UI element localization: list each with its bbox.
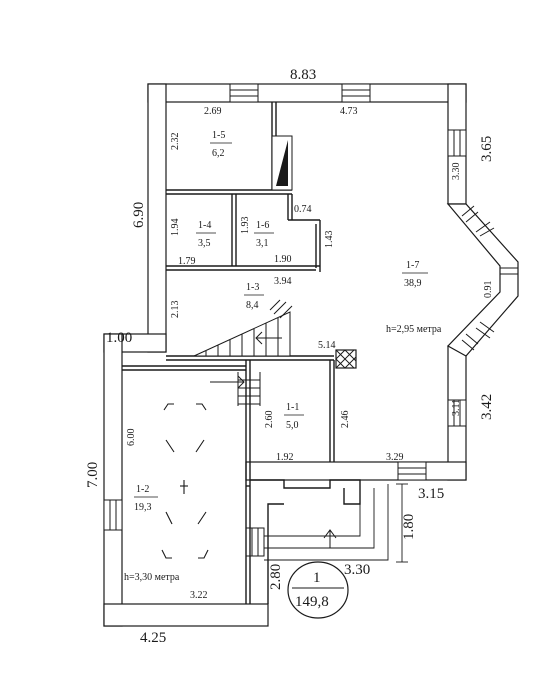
dim-4-73: 4.73: [340, 106, 358, 117]
dim-left-step: 1.00: [106, 330, 132, 346]
dim-3-11: 3.11: [451, 399, 462, 416]
dim-bottom-left: 4.25: [140, 630, 166, 646]
floor-area-badge: 1 149,8: [287, 561, 349, 619]
room-area: 3,1: [256, 238, 269, 249]
wall-bottom-left: [103, 603, 269, 627]
window-right: [447, 129, 467, 157]
room-id: 1-2: [136, 484, 149, 495]
dim-porch-side: 2.80: [268, 564, 284, 590]
wall-left-upper: [147, 83, 167, 353]
dim-6-00: 6.00: [126, 429, 137, 447]
room-area: 5,0: [286, 420, 299, 431]
room-area: 19,3: [134, 502, 152, 513]
dim-right-upper: 3.65: [479, 136, 495, 162]
dim-3-29: 3.29: [386, 452, 404, 463]
staircase: [193, 299, 293, 357]
dim-left-lower: 7.00: [85, 462, 101, 488]
dim-porch-width: 3.30: [344, 562, 370, 578]
dim-3-30: 3.30: [451, 163, 462, 181]
dim-1-43: 1.43: [324, 231, 335, 249]
window-right-lower: [447, 399, 467, 427]
dim-top: 8.83: [290, 67, 316, 83]
dim-2-32: 2.32: [170, 133, 181, 151]
dim-2-46: 2.46: [340, 411, 351, 429]
room-id: 1-7: [406, 260, 419, 271]
bay-window-glazing: [461, 205, 518, 351]
window-top-right: [341, 83, 371, 103]
entry-arrows: [210, 331, 337, 548]
dim-2-13: 2.13: [170, 301, 181, 319]
small-stairs: [237, 372, 261, 406]
garage-markings: [161, 403, 209, 559]
room-id: 1-3: [246, 282, 259, 293]
room-1-1: 1-1 5,0: [284, 402, 304, 431]
dim-1-93: 1.93: [240, 217, 251, 235]
dim-porch-right: 3.15: [418, 486, 444, 502]
room-1-4: 1-4 3,5: [196, 220, 216, 249]
window-top: [229, 83, 259, 103]
window-garage-left: [103, 499, 123, 531]
dim-3-94: 3.94: [274, 276, 292, 287]
room-height: h=2,95 метра: [386, 324, 442, 335]
porch: [245, 479, 361, 604]
room-height: h=3,30 метра: [124, 572, 180, 583]
dim-1-90: 1.90: [274, 254, 292, 265]
room-1-5: 1-5 6,2: [210, 130, 232, 159]
room-area: 8,4: [246, 300, 259, 311]
room-id: 1-6: [256, 220, 269, 231]
room-id: 1-4: [198, 220, 211, 231]
window-bottom: [397, 461, 427, 481]
floor-number: 1: [313, 570, 321, 586]
room-area: 3,5: [198, 238, 211, 249]
wall-top: [147, 83, 467, 103]
dim-1-92: 1.92: [276, 452, 294, 463]
room-area: 38,9: [404, 278, 422, 289]
dim-5-14: 5.14: [318, 340, 336, 351]
dim-0-74: 0.74: [294, 204, 312, 215]
room-1-3: 1-3 8,4: [244, 282, 264, 311]
wall-left-lower: [103, 333, 123, 627]
dim-2-60: 2.60: [264, 411, 275, 429]
room-1-2: 1-2 19,3 h=3,30 метра: [124, 484, 180, 583]
dim-3-22: 3.22: [190, 590, 208, 601]
room-id: 1-1: [286, 402, 299, 413]
dim-right-lower: 3.42: [479, 394, 495, 420]
dim-1-79: 1.79: [178, 256, 196, 267]
vent-block-icon: [335, 349, 357, 369]
room-1-6: 1-6 3,1: [254, 220, 274, 249]
dim-1-94: 1.94: [170, 219, 181, 237]
room-1-7: 1-7 38,9 h=2,95 метра: [386, 260, 442, 335]
room-id: 1-5: [212, 130, 225, 141]
dim-0-91: 0.91: [483, 281, 494, 299]
floor-total-area: 149,8: [295, 594, 329, 610]
wall-bottom-main: [245, 461, 467, 481]
dim-2-69: 2.69: [204, 106, 222, 117]
porch-dimension-lines: [264, 483, 408, 563]
room-area: 6,2: [212, 148, 225, 159]
dim-left-upper: 6.90: [131, 202, 147, 228]
dim-porch-depth: 1.80: [401, 514, 417, 540]
shaft-icon: [271, 135, 293, 191]
